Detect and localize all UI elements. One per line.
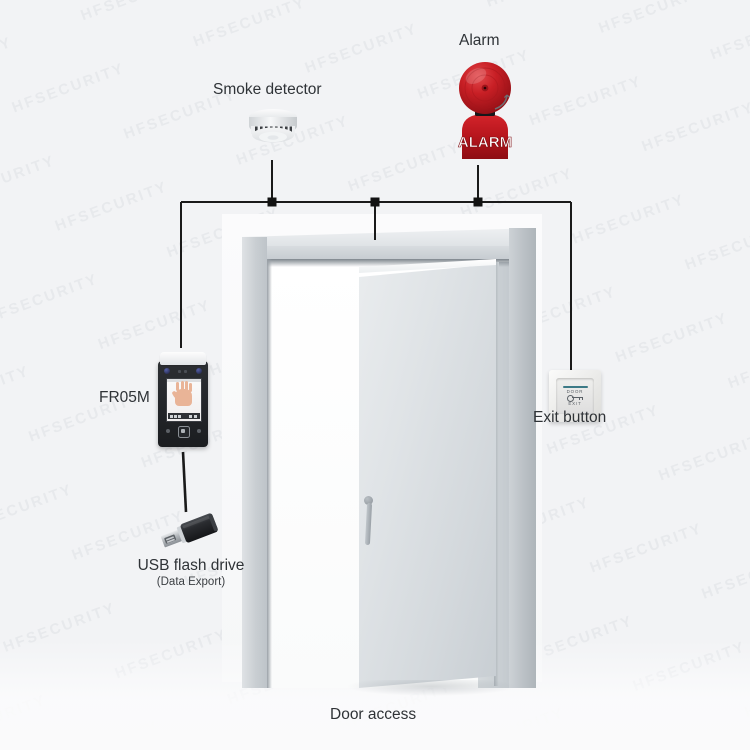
- usb-flash-drive-icon: [155, 508, 225, 556]
- door-frame-right: [509, 228, 536, 688]
- label-exit-button: Exit button: [533, 409, 607, 426]
- fr05m-home-glyph: [181, 429, 185, 433]
- fr05m-indicator-right: [197, 429, 201, 433]
- fr05m-sensor-a: [178, 369, 181, 373]
- fr05m-screen: [166, 378, 202, 422]
- toolbar-icon-2: [174, 414, 177, 418]
- toolbar-icon-4: [189, 414, 192, 418]
- door-hinge-gap: [494, 262, 499, 686]
- label-fr05m: FR05M: [99, 389, 150, 406]
- palm-finger-4: [189, 383, 193, 392]
- wire-junctions: [267, 197, 483, 207]
- exit-button-face: DOOR EXIT: [556, 378, 594, 414]
- door-handle-knob: [364, 496, 373, 505]
- palm-shape: [175, 389, 192, 406]
- door-opening-left-shadow: [267, 259, 272, 688]
- key-shaft: [572, 397, 583, 398]
- fr05m-status-bar: [167, 379, 201, 382]
- door-leaf: [359, 264, 496, 688]
- label-usb-main: USB flash drive: [137, 557, 245, 574]
- palm-finger-1: [176, 382, 180, 391]
- smoke-detector-icon: [237, 106, 309, 154]
- door-access-illustration: [236, 228, 536, 696]
- junction-smoke-node: [267, 197, 277, 207]
- key-ring: [567, 395, 574, 402]
- junction-door-node: [370, 197, 380, 207]
- door-floor-shadow: [346, 680, 516, 696]
- key-tooth-2: [582, 397, 583, 400]
- palm-finger-3: [185, 381, 189, 392]
- label-door-access: Door access: [330, 706, 417, 723]
- label-usb-flash-drive: USB flash drive (Data Export): [126, 557, 256, 588]
- fr05m-sensor-b: [184, 369, 187, 373]
- fr05m-home-button: [178, 426, 190, 438]
- alarm-badge-text: ALARM: [458, 134, 512, 151]
- exit-button-text-bottom: EXIT: [568, 401, 582, 406]
- door-frame-left: [242, 237, 267, 688]
- toolbar-icon-5: [194, 414, 197, 418]
- label-alarm: Alarm: [459, 32, 500, 49]
- fr05m-camera-right: [196, 368, 202, 374]
- exit-button-indicator-bar: [562, 386, 588, 388]
- junction-alarm-node: [473, 197, 483, 207]
- key-tooth-1: [579, 397, 580, 400]
- exit-button-text-top: DOOR: [566, 389, 584, 394]
- key-icon: [567, 395, 583, 402]
- door-opening-top-shadow: [267, 259, 510, 267]
- label-smoke-detector: Smoke detector: [213, 81, 322, 98]
- palm-finger-2: [180, 380, 184, 392]
- label-usb-sub: (Data Export): [156, 576, 226, 588]
- toolbar-icon-1: [170, 414, 173, 418]
- alarm-bell-icon: ALARM: [448, 55, 522, 165]
- face-recognition-terminal-icon: [158, 352, 208, 447]
- fr05m-screen-toolbar: [168, 413, 200, 419]
- fr05m-top-cap: [160, 352, 206, 365]
- toolbar-icon-3: [178, 414, 181, 418]
- fr05m-indicator-left: [166, 429, 170, 433]
- wire-fr05m-to-usb: [181, 451, 188, 513]
- fr05m-camera-left: [164, 368, 170, 374]
- exit-button-icon: DOOR EXIT: [549, 370, 601, 422]
